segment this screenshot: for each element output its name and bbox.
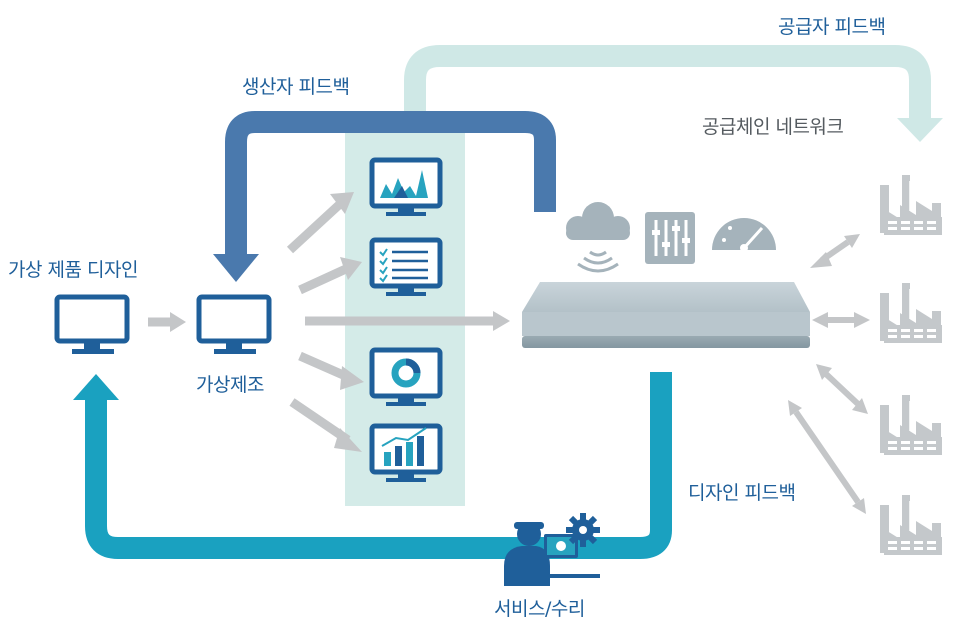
virtual-design-label: 가상 제품 디자인 xyxy=(8,259,138,281)
checklist-monitor-icon xyxy=(369,237,443,296)
producer-feedback-arrow xyxy=(213,111,556,282)
design-monitor-icon xyxy=(54,294,130,354)
gear-icon xyxy=(566,513,600,547)
manufacturing-monitor-icon xyxy=(196,294,272,354)
cloud-wireless-icon xyxy=(566,202,630,273)
design-feedback-arrow xyxy=(73,372,672,559)
service-repair-label: 서비스/수리 xyxy=(494,598,585,620)
supplier-feedback-label: 공급자 피드백 xyxy=(778,16,886,38)
platform-box xyxy=(522,282,810,348)
gauge-icon xyxy=(712,218,776,252)
flow-arrows xyxy=(148,192,870,514)
producer-feedback-label: 생산자 피드백 xyxy=(242,76,350,98)
virtual-manufacturing-label: 가상제조 xyxy=(196,374,264,396)
donut-chart-monitor-icon xyxy=(369,347,443,406)
supply-chain-network-label: 공급체인 네트워크 xyxy=(702,116,844,138)
equalizer-icon xyxy=(645,212,695,264)
factory-icon xyxy=(879,282,943,344)
factory-icon xyxy=(879,394,943,456)
area-chart-monitor-icon xyxy=(369,157,443,216)
bar-chart-monitor-icon xyxy=(369,423,443,482)
factory-icon xyxy=(879,174,943,236)
design-feedback-label: 디자인 피드백 xyxy=(688,482,796,504)
factory-icon xyxy=(879,494,943,556)
supplier-feedback-arrow xyxy=(404,45,943,142)
